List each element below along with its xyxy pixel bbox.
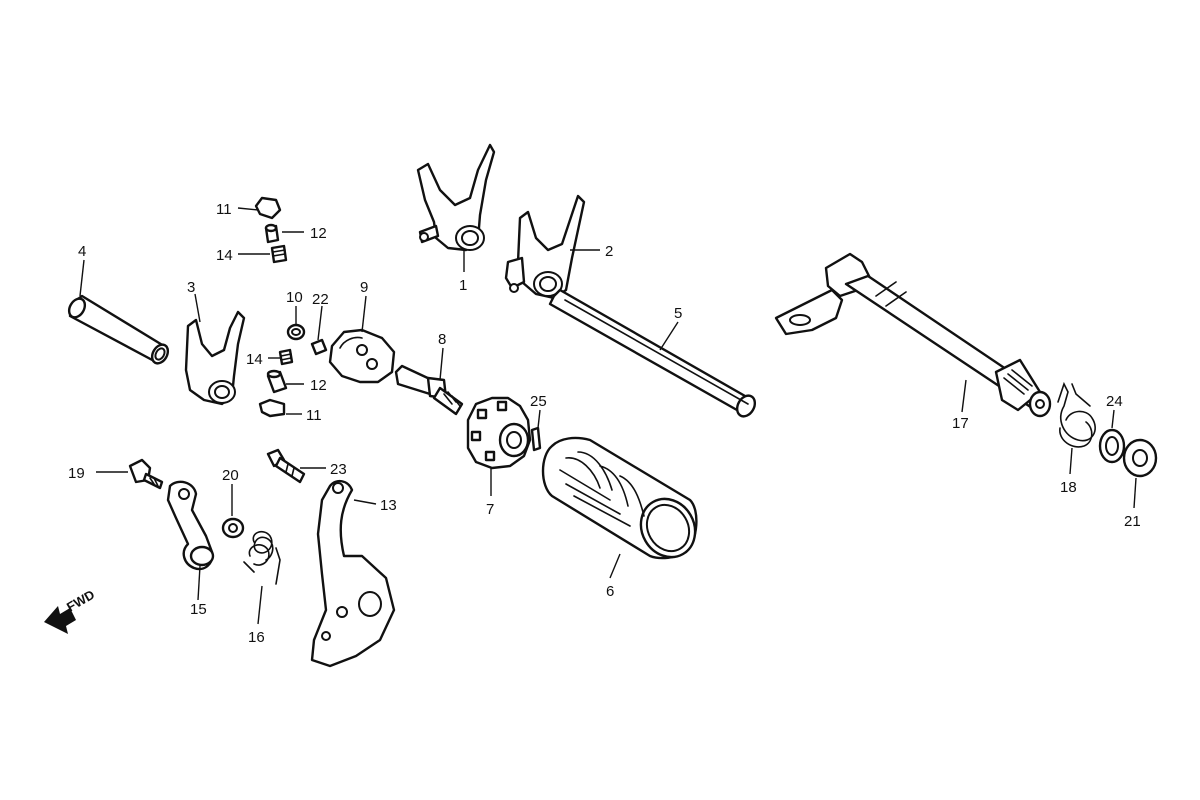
circlip-24 — [1098, 428, 1126, 464]
leader-lines — [79, 207, 1137, 625]
callout-3: 3 — [187, 279, 195, 296]
gearshift-spindle-17 — [774, 252, 1052, 418]
callout-25: 25 — [530, 393, 547, 410]
pipe-4 — [67, 294, 170, 365]
callout-21: 21 — [1124, 513, 1141, 530]
fwd-arrow-icon — [44, 606, 76, 634]
return-spring-16 — [243, 530, 281, 585]
callout-22: 22 — [312, 291, 329, 308]
callout-6: 6 — [606, 583, 614, 600]
roller-12-lower — [266, 369, 288, 394]
spring-18 — [1057, 381, 1096, 448]
callout-11-upper: 11 — [216, 201, 232, 218]
callout-8: 8 — [438, 331, 446, 348]
callout-2: 2 — [605, 243, 613, 260]
clip-11-lower — [258, 398, 286, 418]
callout-12-upper: 12 — [310, 225, 327, 242]
spring-14-upper — [270, 244, 288, 264]
callout-23: 23 — [330, 461, 347, 478]
shift-fork-1 — [416, 143, 496, 252]
shift-drum-6 — [541, 436, 698, 560]
callout-10: 10 — [286, 289, 303, 306]
drum-bolt-8 — [394, 364, 464, 416]
callout-14-lower: 14 — [246, 351, 263, 368]
callout-11-lower: 11 — [306, 407, 322, 424]
callout-9: 9 — [360, 279, 368, 296]
callout-17: 17 — [952, 415, 969, 432]
bolt-19 — [128, 458, 164, 490]
callout-1: 1 — [459, 277, 467, 294]
callout-14-upper: 14 — [216, 247, 233, 264]
callout-15: 15 — [190, 601, 207, 618]
stopper-plate-13 — [310, 479, 396, 668]
clip-11-upper — [254, 196, 282, 220]
stopper-arm-15 — [166, 480, 215, 571]
drum-center-7 — [466, 396, 532, 470]
shift-drum-cam-9 — [328, 328, 396, 384]
callout-4: 4 — [78, 243, 86, 260]
callout-20: 20 — [222, 467, 239, 484]
callout-16: 16 — [248, 629, 265, 646]
pin-25 — [530, 426, 542, 452]
roller-12-upper — [264, 223, 280, 244]
callout-19: 19 — [68, 465, 85, 482]
bolt-10 — [286, 323, 306, 341]
shift-fork-3 — [184, 310, 246, 406]
callout-24: 24 — [1106, 393, 1123, 410]
washer-20 — [221, 517, 245, 539]
callout-12-lower: 12 — [310, 377, 327, 394]
shift-fork-shaft-5 — [548, 288, 757, 418]
callout-5: 5 — [674, 305, 682, 322]
fwd-label: FWD — [64, 587, 97, 615]
spring-14-lower — [278, 348, 294, 366]
dowel-pin-22 — [310, 338, 328, 356]
bolt-23 — [266, 448, 306, 484]
callout-labels: 1 2 3 4 5 6 7 8 9 10 11 11 12 12 13 14 1… — [68, 201, 1141, 646]
callout-7: 7 — [486, 501, 494, 518]
callout-18: 18 — [1060, 479, 1077, 496]
callout-13: 13 — [380, 497, 397, 514]
shift-fork-2 — [504, 194, 586, 300]
washer-21 — [1122, 438, 1158, 478]
